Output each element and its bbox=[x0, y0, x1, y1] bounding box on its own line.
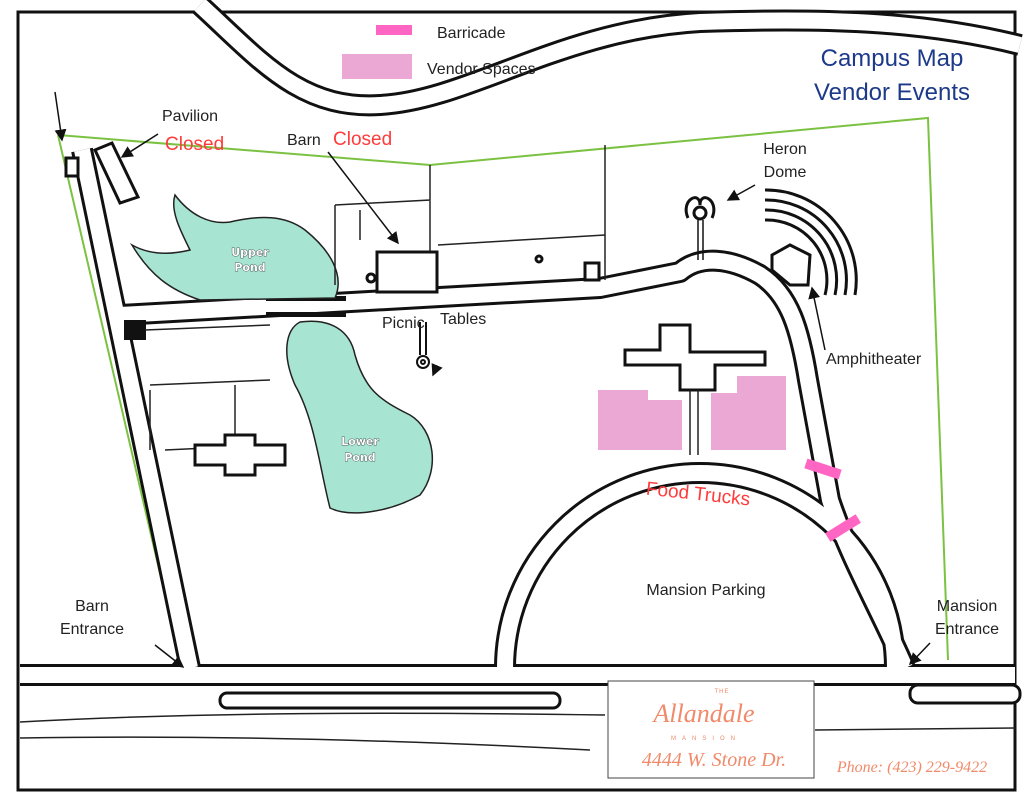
fence-lines bbox=[144, 145, 606, 451]
barricade bbox=[804, 458, 842, 480]
barn-building bbox=[375, 250, 439, 294]
lower-pond-label-2: Pond bbox=[344, 451, 375, 464]
upper-pond bbox=[129, 193, 339, 301]
picnic-label: Picnic bbox=[382, 315, 425, 332]
upper-pond-label-1: Upper bbox=[231, 246, 269, 259]
mansion-entrance-label-2: Entrance bbox=[935, 621, 999, 638]
address: 4444 W. Stone Dr. bbox=[642, 749, 786, 771]
barn-status: Closed bbox=[333, 129, 392, 150]
mansion-building bbox=[623, 323, 767, 392]
mansion-logo-box: THE bbox=[607, 680, 815, 779]
lower-pond-label-1: Lower bbox=[341, 435, 379, 448]
vendor-space bbox=[711, 376, 786, 450]
logo-sub: MANSION bbox=[671, 736, 741, 742]
campus-roads bbox=[19, 147, 1022, 751]
label-arrows bbox=[54, 91, 931, 668]
pavilion-status: Closed bbox=[165, 134, 224, 155]
buildings bbox=[64, 141, 858, 477]
shed bbox=[64, 156, 80, 178]
barricade bbox=[825, 514, 861, 542]
legend-barricade-label: Barricade bbox=[437, 25, 506, 42]
map-title-line2: Vendor Events bbox=[814, 79, 970, 106]
legend-vendor-label: Vendor Spaces bbox=[427, 61, 536, 78]
picnic-tables bbox=[416, 322, 430, 369]
vendor-space bbox=[598, 390, 682, 450]
barn-entrance-label-1: Barn bbox=[75, 598, 109, 615]
tables-label: Tables bbox=[440, 311, 486, 328]
mansion-entrance-label-1: Mansion bbox=[937, 598, 997, 615]
amphitheater-rows bbox=[764, 188, 858, 296]
top-road bbox=[192, 0, 1023, 117]
mansion-parking-label: Mansion Parking bbox=[646, 582, 765, 599]
pavilion-label: Pavilion bbox=[162, 108, 218, 125]
vendor-spaces bbox=[598, 376, 786, 450]
barn-entrance-label-2: Entrance bbox=[60, 621, 124, 638]
logo-name: Allandale bbox=[651, 699, 754, 728]
map-title-line1: Campus Map bbox=[821, 45, 964, 72]
barn-label: Barn bbox=[287, 132, 321, 149]
logo-the: THE bbox=[715, 689, 730, 695]
upper-pond-label-2: Pond bbox=[234, 261, 265, 274]
amphitheater-label: Amphitheater bbox=[826, 351, 922, 368]
heron-dome-label-2: Dome bbox=[764, 164, 807, 181]
phone: Phone: (423) 229-9422 bbox=[836, 759, 987, 776]
legend-vendor-swatch bbox=[342, 54, 412, 79]
legend-barricade-swatch bbox=[376, 25, 412, 35]
amphitheater-stage bbox=[770, 243, 812, 287]
heron-dome bbox=[684, 196, 716, 260]
pavilion-building bbox=[92, 141, 141, 205]
lower-pond bbox=[286, 320, 433, 514]
heron-dome-label-1: Heron bbox=[763, 141, 807, 158]
